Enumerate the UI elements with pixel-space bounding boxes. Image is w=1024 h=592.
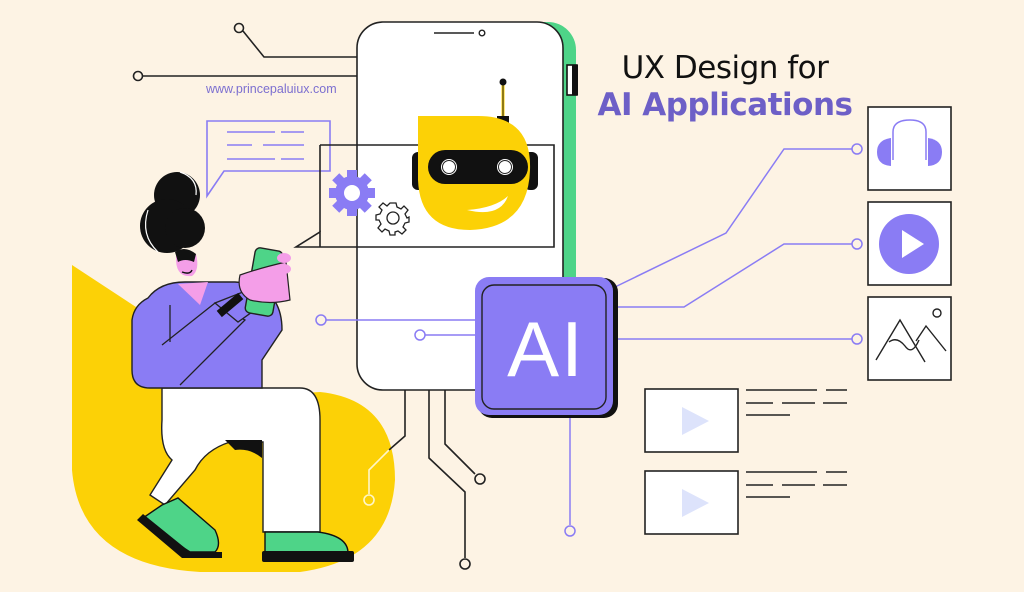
title-line-1: UX Design for bbox=[621, 50, 829, 86]
connector-lines-left bbox=[315, 314, 478, 341]
woman-sitting-with-phone bbox=[131, 171, 354, 562]
ai-chip-icon bbox=[475, 277, 618, 418]
ai-chip-label: AI bbox=[507, 304, 585, 393]
page-title: UX Design for AI Applications bbox=[580, 50, 870, 124]
robot-assistant-icon bbox=[412, 78, 538, 230]
gear-outline-icon bbox=[375, 202, 410, 236]
connector-lines-right bbox=[564, 143, 863, 537]
media-tile-image bbox=[867, 296, 952, 381]
video-card-1 bbox=[644, 388, 847, 453]
speech-bubble-icon bbox=[206, 120, 331, 199]
title-line-2: AI Applications bbox=[597, 87, 853, 124]
circuit-lines-top-left bbox=[132, 22, 358, 82]
gear-icon bbox=[329, 170, 375, 216]
circuit-line-yellow bbox=[363, 449, 390, 506]
media-tile-headphones bbox=[867, 106, 952, 191]
website-link[interactable]: www.princepaluiux.com bbox=[206, 82, 337, 96]
robot-speech-panel bbox=[293, 144, 555, 248]
video-card-2 bbox=[644, 470, 847, 535]
media-tile-play bbox=[867, 201, 952, 286]
circuit-lines-bottom bbox=[388, 390, 486, 570]
